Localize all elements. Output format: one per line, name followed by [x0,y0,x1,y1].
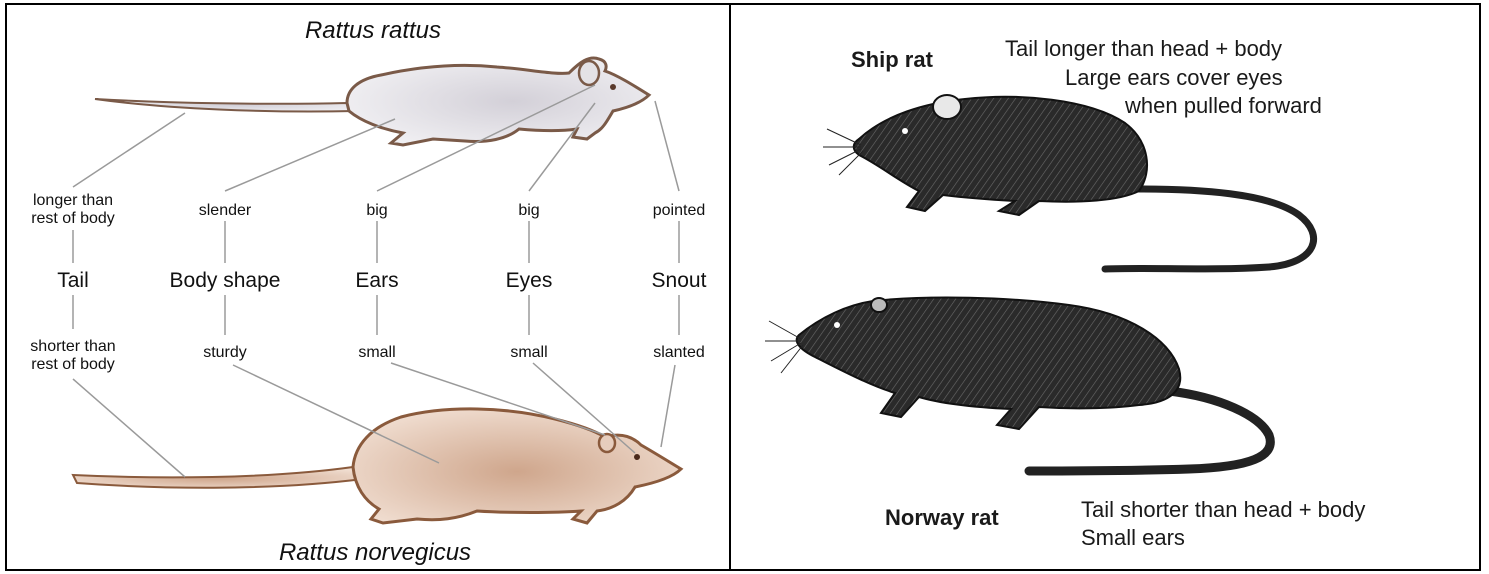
rat-drawings-panel: Ship rat Tail longer than head + body La… [729,5,1479,569]
norway-rat-note-2: Small ears [1081,525,1185,550]
tail-top-value-line1: longer than [33,192,113,209]
norway-rat-note-1: Tail shorter than head + body [1081,497,1365,522]
comparison-diagram: Rattus rattus [7,5,729,569]
ship-rat-label: Ship rat [851,47,934,72]
body-top-value: slender [199,202,252,219]
norway-rat-whiskers [765,321,803,373]
rattus-tail [95,99,355,112]
ship-rat-note-3: when pulled forward [1124,93,1322,118]
norway-rat-eye [834,322,840,328]
rattus-rattus-illustration [95,58,649,145]
eyes-bottom-value: small [510,344,547,361]
species-title-bottom: Rattus norvegicus [279,539,471,566]
rat-drawings: Ship rat Tail longer than head + body La… [729,5,1479,569]
tail-bottom-value-line2: rest of body [31,356,115,373]
norvegicus-ear [599,434,615,452]
norvegicus-body [353,409,681,523]
feature-ears: Ears [355,269,398,292]
feature-snout: Snout [652,269,707,292]
ship-rat-drawing [823,95,1314,269]
ship-rat-note-1: Tail longer than head + body [1005,36,1282,61]
comparison-diagram-panel: Rattus rattus [7,5,731,569]
rattus-ear [579,61,599,85]
tail-top-value-line2: rest of body [31,210,115,227]
norway-rat-body [797,298,1181,429]
norvegicus-eye [634,454,640,460]
norway-rat-ear [871,298,887,312]
ship-rat-eye [902,128,908,134]
snout-top-value: pointed [653,202,706,219]
snout-bottom-value: slanted [653,344,705,361]
feature-tail: Tail [57,269,89,292]
ship-rat-note-2: Large ears cover eyes [1065,65,1283,90]
norvegicus-tail [73,467,363,488]
ship-rat-tail [1105,189,1314,269]
rattus-eye [610,84,616,90]
norway-rat-label: Norway rat [885,505,999,530]
rattus-norvegicus-illustration [73,409,681,523]
figure-frame: Rattus rattus [5,3,1481,571]
tail-bottom-value-line1: shorter than [30,338,115,355]
norway-rat-drawing [765,298,1270,471]
feature-eyes: Eyes [506,269,553,292]
ship-rat-body [854,97,1147,215]
ears-top-value: big [366,202,387,219]
species-title-top: Rattus rattus [305,17,441,44]
eyes-top-value: big [518,202,539,219]
body-bottom-value: sturdy [203,344,247,361]
ears-bottom-value: small [358,344,395,361]
ship-rat-ear [933,95,961,119]
feature-body-shape: Body shape [170,269,281,292]
